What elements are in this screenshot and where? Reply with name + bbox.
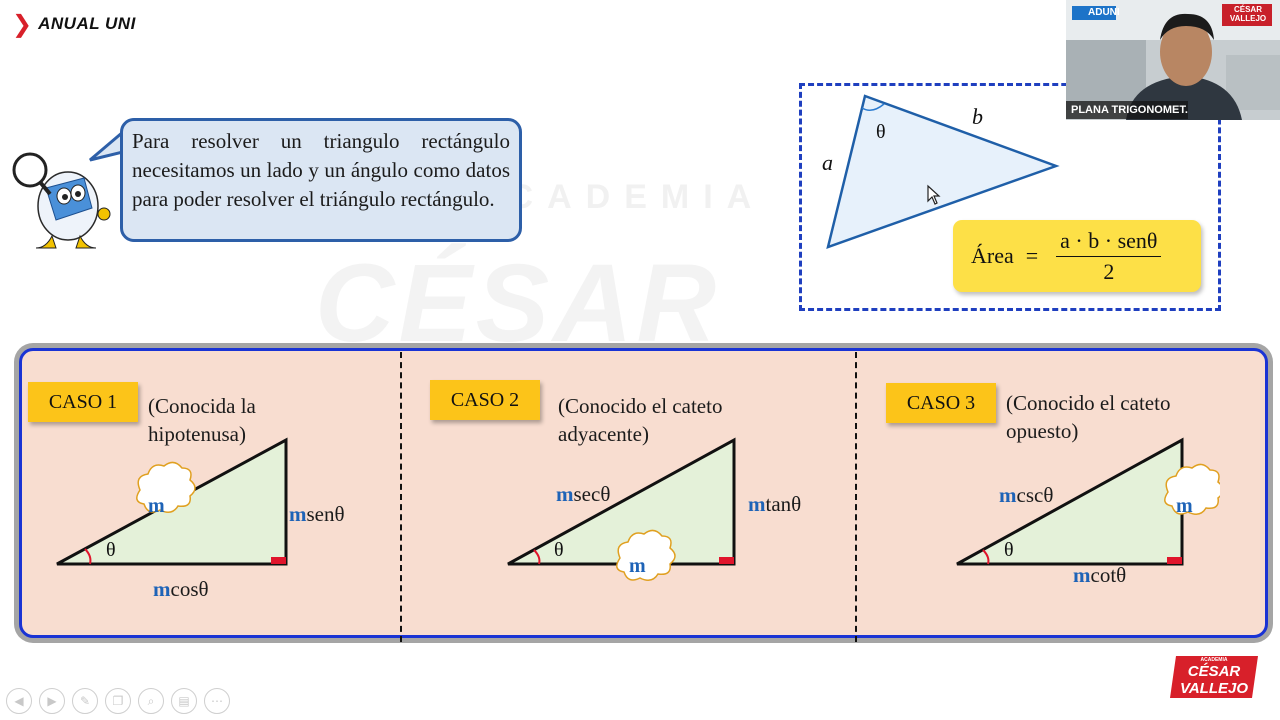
webcam-badge-vallejo: CÉSAR VALLEJO xyxy=(1229,5,1267,23)
presentation-toolbar: ◀ ▶ ✎ ❐ ⌕ ▤ ⋯ xyxy=(6,688,230,714)
case-1-given: m xyxy=(148,495,165,517)
oblique-triangle: a b θ xyxy=(822,94,1060,249)
pages-icon[interactable]: ❐ xyxy=(105,688,131,714)
area-denominator: 2 xyxy=(1103,258,1115,284)
equals-sign: = xyxy=(1025,243,1039,268)
case-1-adjacent-label: mcosθ xyxy=(153,577,209,601)
course-header: ❯ ANUAL UNI xyxy=(12,12,136,36)
side-a-label: a xyxy=(822,150,833,175)
case-3-hypotenuse-label: mcscθ xyxy=(999,483,1054,507)
zoom-icon[interactable]: ⌕ xyxy=(138,688,164,714)
case-3-given: m xyxy=(1176,495,1193,517)
case-1-triangle: θ m xyxy=(56,437,288,566)
case-3-triangle: θ m xyxy=(956,437,1220,566)
logo-line2: VALLEJO xyxy=(1180,680,1248,697)
angle-theta-label: θ xyxy=(876,121,886,143)
case-2-tag: CASO 2 xyxy=(430,380,540,420)
case-2-opposite-label: mtanθ xyxy=(748,492,802,516)
case-2-description: (Conocido el cateto adyacente) xyxy=(558,394,723,446)
case-3-angle: θ xyxy=(1004,539,1014,561)
case-2-angle: θ xyxy=(554,539,564,561)
case-2-hypotenuse-label: msecθ xyxy=(556,482,611,506)
area-label: Área xyxy=(971,243,1014,268)
case-1-tag: CASO 1 xyxy=(28,382,138,422)
forward-icon[interactable]: ▶ xyxy=(39,688,65,714)
case-3-tag: CASO 3 xyxy=(886,383,996,423)
area-formula-frame xyxy=(799,83,1221,311)
webcam-participant-name: PLANA TRIGONOMET... xyxy=(1066,101,1188,119)
case-2-triangle: θ m xyxy=(507,437,736,581)
webcam-video-frame xyxy=(1066,0,1280,120)
intro-speech-bubble: Para resolver un triangulo rectángulo ne… xyxy=(120,118,522,242)
course-title: ANUAL UNI xyxy=(38,14,136,33)
case-2-given: m xyxy=(629,555,646,577)
case-1-description: (Conocida la hipotenusa) xyxy=(148,394,256,446)
webcam-feed: ADUNI CÉSAR VALLEJO xyxy=(1066,0,1280,120)
slides-icon[interactable]: ▤ xyxy=(171,688,197,714)
logo-line1: CÉSAR xyxy=(1188,663,1241,680)
area-numerator: a · b · senθ xyxy=(1056,228,1162,257)
case-divider-2 xyxy=(855,352,857,642)
mouse-cursor-icon xyxy=(927,184,941,205)
case-2-given-cloud: m xyxy=(616,529,676,581)
area-formula-box: Área = a · b · senθ 2 xyxy=(953,220,1201,292)
cesar-vallejo-logo: ACADEMIA CÉSAR VALLEJO xyxy=(1170,656,1258,698)
area-fraction: a · b · senθ 2 xyxy=(1056,228,1162,285)
back-icon[interactable]: ◀ xyxy=(6,688,32,714)
webcam-badge-aduni: ADUNI xyxy=(1088,7,1120,18)
more-icon[interactable]: ⋯ xyxy=(204,688,230,714)
chevron-right-icon: ❯ xyxy=(12,10,33,38)
logo-top: ACADEMIA xyxy=(1201,657,1228,663)
case-1-opposite-label: msenθ xyxy=(289,502,345,526)
pen-icon[interactable]: ✎ xyxy=(72,688,98,714)
case-3-given-cloud: m xyxy=(1164,463,1220,517)
intro-text: Para resolver un triangulo rectángulo ne… xyxy=(132,129,510,211)
case-1-angle: θ xyxy=(106,539,116,561)
side-b-label: b xyxy=(972,104,983,129)
mascot-illustration xyxy=(12,152,111,249)
watermark-cesar: CÉSAR xyxy=(315,242,721,365)
case-3-description: (Conocido el cateto opuesto) xyxy=(1006,391,1171,443)
case-1-given-cloud: m xyxy=(136,461,196,517)
case-3-adjacent-label: mcotθ xyxy=(1073,563,1127,587)
case-divider-1 xyxy=(400,352,402,642)
